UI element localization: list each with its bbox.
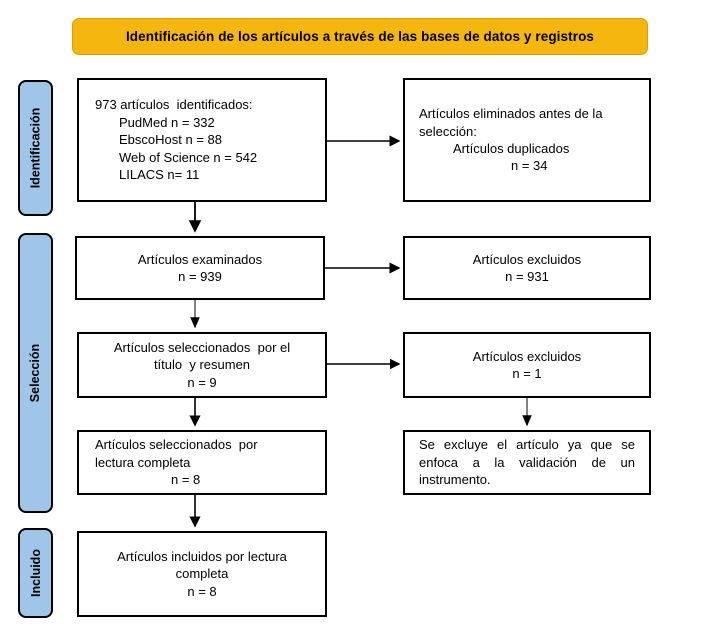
removed-title-line1: Artículos eliminados antes de la [419,106,603,122]
diagram-header-banner: Identificación de los artículos a través… [72,18,648,55]
title-abstract-label-line2: título y resumen [153,357,251,373]
included-label-line1: Artículos incluidos por lectura [117,548,287,564]
screened-count: n = 939 [178,269,222,284]
excluded1-label: Artículos excluidos [472,348,582,364]
box-articles-excluded-screening: Artículos excluidos n = 931 [403,236,651,300]
identified-total: 973 artículos identificados: [95,97,253,113]
excluded1-count: n = 1 [512,366,542,381]
stage-bar-incluido: Incluido [18,528,53,618]
stage-bar-identificacion-label: Identificación [28,107,43,189]
box-articles-identified: 973 artículos identificados: PudMed n = … [77,78,327,202]
exclusion-reason-text: Se excluye el artículo ya que se enfoca … [419,437,635,488]
removed-title-line2: selección: [419,123,477,139]
screened-label: Artículos examinados [137,251,263,267]
included-label-line2: completa [175,566,229,582]
stage-bar-seleccion: Selección [18,233,53,513]
identified-lilacs: LILACS n= 11 [119,167,200,183]
box-articles-selected-fulltext: Artículos seleccionados por lectura comp… [77,430,327,495]
box-articles-excluded-fulltext: Artículos excluidos n = 1 [403,332,651,398]
box-articles-selected-title-abstract: Artículos seleccionados por el título y … [77,332,327,398]
stage-bar-identificacion: Identificación [18,80,53,216]
removed-duplicates-label: Artículos duplicados [453,141,570,156]
identified-web-of-science: Web of Science n = 542 [119,149,258,165]
diagram-header-title: Identificación de los artículos a través… [125,29,595,44]
box-articles-screened: Artículos examinados n = 939 [75,236,325,300]
title-abstract-label-line1: Artículos seleccionados por el [113,339,291,355]
excluded931-count: n = 931 [505,269,549,284]
identified-ebscohost: EbscoHost n = 88 [119,132,222,148]
box-articles-removed-before-screening: Artículos eliminados antes de la selecci… [403,78,651,202]
fulltext-selected-line2: lectura completa [95,454,191,470]
title-abstract-count: n = 9 [187,374,217,390]
box-articles-included: Artículos incluidos por lectura completa… [77,531,327,617]
excluded931-label: Artículos excluidos [472,251,582,267]
removed-duplicates-count: n = 34 [511,158,548,174]
stage-bar-incluido-label: Incluido [28,549,43,597]
identified-pubmed: PudMed n = 332 [119,114,215,130]
fulltext-selected-count: n = 8 [171,472,201,488]
included-count: n = 8 [187,583,217,599]
box-exclusion-reason-note: Se excluye el artículo ya que se enfoca … [403,430,651,495]
fulltext-selected-line1: Artículos seleccionados por [95,437,258,453]
stage-bar-seleccion-label: Selección [28,343,43,403]
